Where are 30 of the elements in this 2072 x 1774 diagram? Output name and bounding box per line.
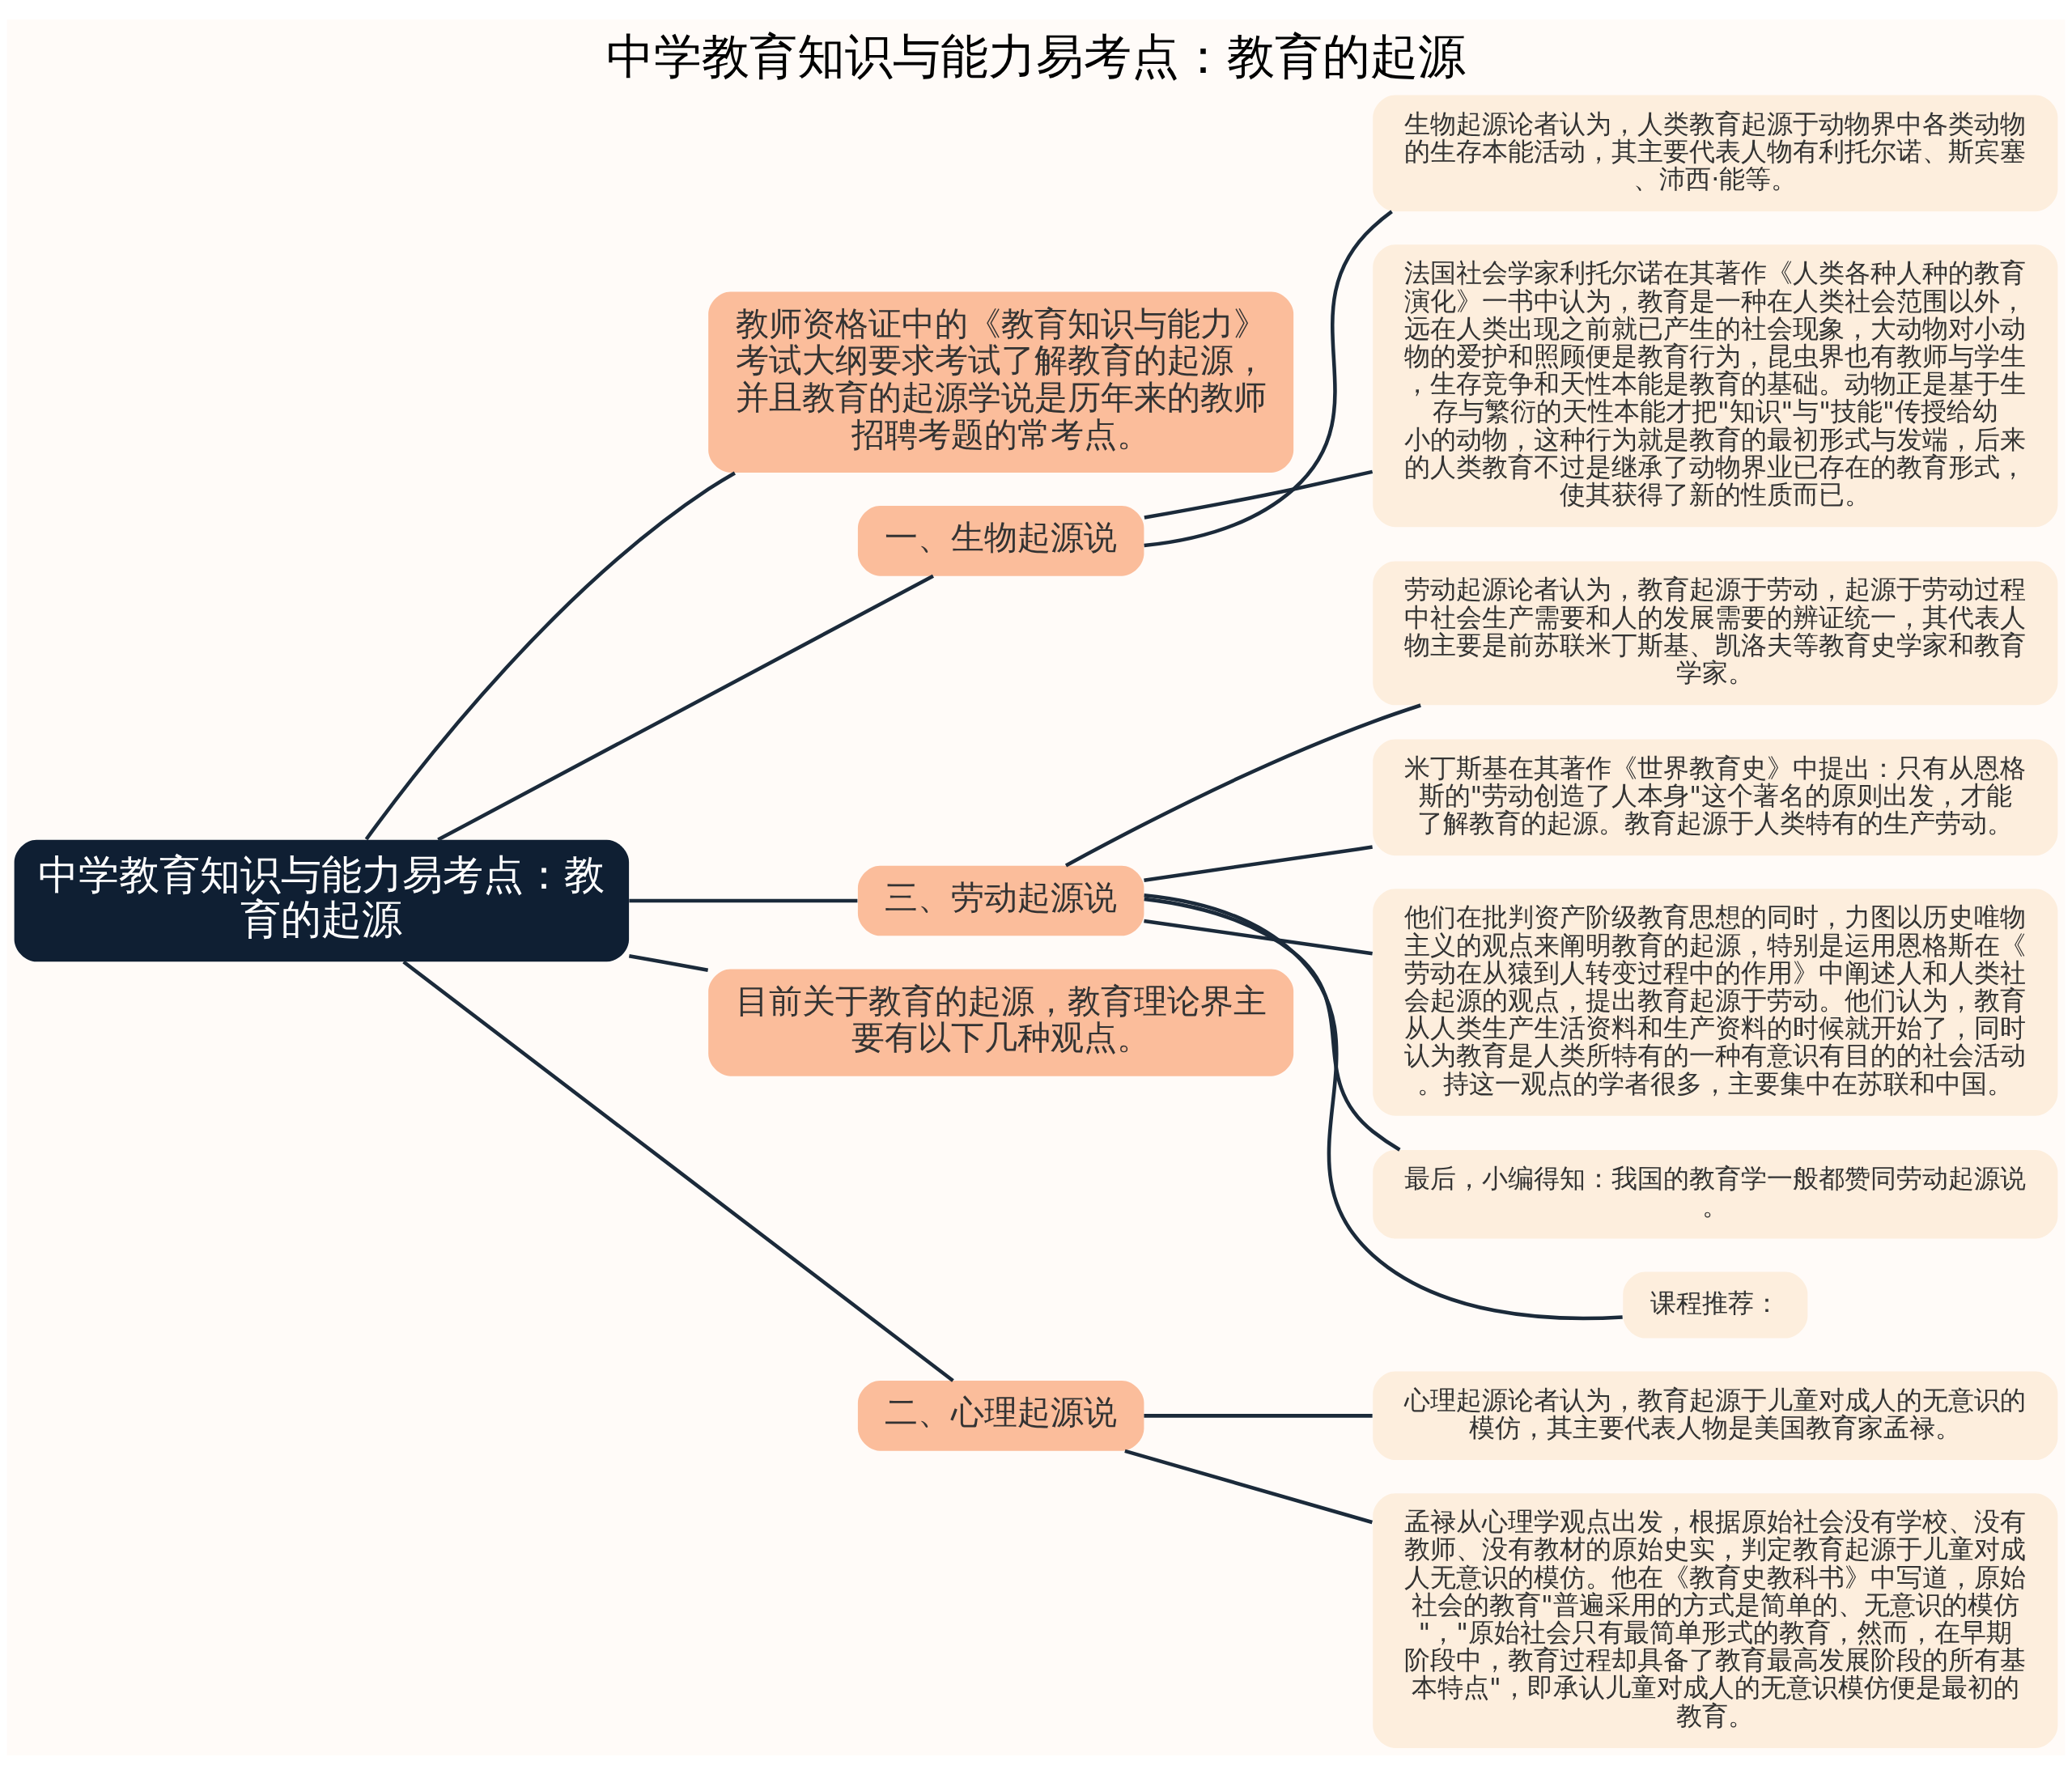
connector (1124, 1449, 1373, 1524)
node-box: 中学教育知识与能力易考点：教育的起源 (14, 839, 630, 961)
node-box: 法国社会学家利托尔诺在其著作《人类各种人种的教育演化》一书中认为，教育是一种在人类社会范围以外，远在人类出现之前就已产生的社会现象，大动物对小动物的爱护和照顾便是教育行为，昆虫界也有教师与学生，生存竞争和天性本能是教育的基础。动物正是基于生存与繁衍的天性本能才把"知识"与"技能"传授给幼小的动物，这种行为就是教育的最初形式与发端，后来的人类教育不过是继承了动物界业已存在的教育形式，使其获得了新的性质而已。 (1373, 244, 2058, 527)
connector (1144, 469, 1374, 520)
node-box: 教师资格证中的《教育知识与能力》考试大纲要求考试了解教育的起源，并且教育的起源学说是历年来的教师招聘考题的常考点。 (708, 291, 1294, 473)
node-box: 米丁斯基在其著作《世界教育史》中提出：只有从恩格斯的"劳动创造了人本身"这个著名的原则出发，才能了解教育的起源。教育起源于人类特有的生产劳动。 (1373, 738, 2058, 855)
connector (1064, 702, 1421, 867)
diagram-title: 中学教育知识与能力易考点：教育的起源 (606, 28, 1466, 84)
node-box: 目前关于教育的起源，教育理论界主要有以下几种观点。 (708, 968, 1294, 1076)
node-box: 他们在批判资产阶级教育思想的同时，力图以历史唯物主义的观点来阐明教育的起源，特别是运用恩格斯在《劳动在从猿到人转变过程中的作用》中阐述人和人类社会起源的观点，提出教育起源于劳动。他们认为，教育从人类生产生活资料和生产资料的时候就开始了，同时认为教育是人类所特有的一种有意识有目的的社会活动。持这一观点的学者很多，主要集中在苏联和中国。 (1373, 888, 2058, 1116)
node-box: 生物起源论者认为，人类教育起源于动物界中各类动物的生存本能活动，其主要代表人物有利托尔诺、斯宾塞、沛西·能等。 (1373, 95, 2058, 211)
connector (1144, 919, 1373, 956)
connector (629, 898, 858, 902)
node-box: 一、生物起源说 (857, 505, 1144, 576)
node-box: 课程推荐： (1623, 1271, 1808, 1339)
connector (628, 953, 709, 972)
node-box: 三、劳动起源说 (857, 865, 1144, 936)
node-box: 劳动起源论者认为，教育起源于劳动，起源于劳动过程中社会生产需要和人的发展需要的辨证统一，其代表人物主要是前苏联米丁斯基、凯洛夫等教育史学家和教育学家。 (1373, 560, 2058, 705)
connector (1144, 844, 1373, 882)
connector (1144, 897, 1401, 1152)
connector (364, 470, 736, 840)
node-box: 二、心理起源说 (857, 1380, 1144, 1451)
connector (402, 960, 954, 1382)
node-box: 心理起源论者认为，教育起源于儿童对成人的无意识的模仿，其主要代表人物是美国教育家孟禄。 (1373, 1371, 2058, 1460)
node-box: 最后，小编得知：我国的教育学一般都赞同劳动起源说。 (1373, 1149, 2058, 1238)
node-box: 孟禄从心理学观点出发，根据原始社会没有学校、没有教师、没有教材的原始史实，判定教育起源于儿童对成人无意识的模仿。他在《教育史教科书》中写道，原始社会的教育"普遍采用的方式是简单的、无意识的模仿"，"原始社会只有最简单形式的教育，然而，在早期阶段中，教育过程却具备了教育最高发展阶段的所有基本特点"，即承认儿童对成人的无意识模仿便是最初的教育。 (1373, 1492, 2058, 1748)
connector (437, 574, 934, 842)
connector (1144, 210, 1393, 547)
connector (1144, 893, 1623, 1320)
connector (1144, 1413, 1373, 1418)
